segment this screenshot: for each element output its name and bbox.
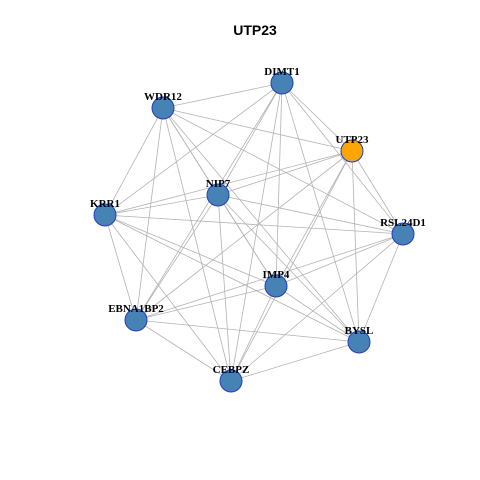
node-label-dimt1: DIMT1 (264, 66, 299, 78)
node-label-utp23: UTP23 (336, 134, 370, 146)
node-label-cebpz: CEBPZ (213, 364, 250, 376)
node-circle-rsl24d1 (391, 222, 415, 246)
node-imp4: IMP4 (263, 269, 290, 298)
node-circle-dimt1 (270, 71, 294, 95)
edge-imp4-bysl (275, 285, 360, 343)
edge-nip7-ebna1bp2 (135, 194, 219, 321)
edge-wdr12-krr1 (104, 107, 164, 216)
edge-rsl24d1-imp4 (275, 233, 404, 287)
node-circle-nip7 (206, 183, 230, 207)
edge-wdr12-utp23 (162, 107, 353, 152)
edge-ebna1bp2-bysl (135, 319, 360, 343)
edge-utp23-rsl24d1 (351, 150, 404, 235)
edge-utp23-cebpz (230, 150, 353, 382)
node-label-rsl24d1: RSL24D1 (380, 217, 426, 229)
edge-imp4-cebpz (230, 285, 277, 382)
node-label-bysl: BYSL (345, 325, 374, 337)
node-label-krr1: KRR1 (90, 198, 120, 210)
node-circle-wdr12 (151, 96, 175, 120)
edge-rsl24d1-bysl (358, 233, 404, 343)
edge-nip7-imp4 (217, 194, 277, 287)
edge-imp4-ebna1bp2 (135, 285, 277, 321)
node-label-ebna1bp2: EBNA1BP2 (108, 303, 164, 315)
node-circle-bysl (347, 330, 371, 354)
edge-krr1-cebpz (104, 214, 232, 382)
node-wdr12: WDR12 (144, 91, 182, 120)
node-cebpz: CEBPZ (213, 364, 250, 393)
node-circle-krr1 (93, 203, 117, 227)
node-circle-imp4 (264, 274, 288, 298)
node-utp23: UTP23 (336, 134, 370, 163)
edge-nip7-krr1 (104, 194, 219, 216)
edge-wdr12-rsl24d1 (162, 107, 404, 235)
node-label-nip7: NIP7 (206, 178, 231, 190)
edge-krr1-ebna1bp2 (104, 214, 137, 321)
edge-dimt1-krr1 (104, 82, 283, 216)
node-krr1: KRR1 (90, 198, 120, 227)
edge-dimt1-wdr12 (162, 82, 283, 109)
node-dimt1: DIMT1 (264, 66, 300, 95)
node-nip7: NIP7 (206, 178, 231, 207)
edge-krr1-imp4 (104, 214, 277, 287)
edge-nip7-cebpz (217, 194, 232, 382)
edge-utp23-imp4 (275, 150, 353, 287)
edge-wdr12-cebpz (162, 107, 232, 382)
node-circle-cebpz (219, 369, 243, 393)
edge-dimt1-bysl (281, 82, 360, 343)
edge-dimt1-nip7 (217, 82, 283, 196)
edge-nip7-rsl24d1 (217, 194, 404, 235)
node-rsl24d1: RSL24D1 (380, 217, 426, 246)
node-bysl: BYSL (345, 325, 374, 354)
edge-dimt1-cebpz (230, 82, 283, 382)
node-circle-utp23 (340, 139, 364, 163)
node-label-imp4: IMP4 (263, 269, 290, 281)
edge-rsl24d1-cebpz (230, 233, 404, 382)
node-layer: DIMT1WDR12UTP23NIP7KRR1RSL24D1IMP4EBNA1B… (90, 66, 426, 393)
edge-utp23-krr1 (104, 150, 353, 216)
node-ebna1bp2: EBNA1BP2 (108, 303, 164, 332)
diagram-title: UTP23 (233, 22, 277, 38)
edge-dimt1-imp4 (275, 82, 283, 287)
edge-krr1-bysl (104, 214, 360, 343)
edge-ebna1bp2-cebpz (135, 319, 232, 382)
edge-krr1-rsl24d1 (104, 214, 404, 235)
edge-bysl-cebpz (230, 341, 360, 382)
edge-wdr12-ebna1bp2 (135, 107, 164, 321)
node-label-wdr12: WDR12 (144, 91, 182, 103)
edge-dimt1-utp23 (281, 82, 353, 152)
edge-utp23-nip7 (217, 150, 353, 196)
node-circle-ebna1bp2 (124, 308, 148, 332)
edge-nip7-bysl (217, 194, 360, 343)
edge-utp23-bysl (351, 150, 360, 343)
